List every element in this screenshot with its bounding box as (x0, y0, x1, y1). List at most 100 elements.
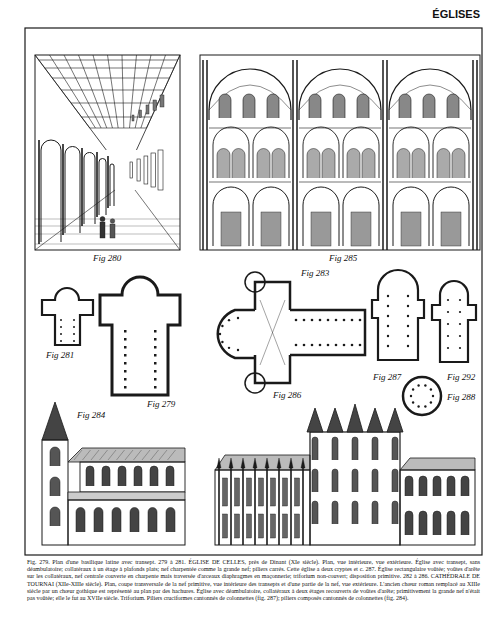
pier-dot (60, 333, 62, 335)
aisle-wall (68, 500, 185, 545)
tower-window (332, 469, 338, 492)
pier-dot (221, 341, 223, 343)
ceiling-beam (90, 128, 147, 129)
clerestory-window (267, 94, 279, 118)
tower-window (50, 507, 60, 526)
lancet-window (247, 514, 252, 538)
pier-dot (237, 317, 239, 319)
figure-label: Fig 283 (300, 268, 330, 279)
pier-dot (327, 319, 330, 322)
nave-window (419, 476, 427, 496)
aisle-window (401, 212, 421, 246)
pier-dot (311, 344, 314, 347)
aisle-window (261, 212, 281, 246)
clerestory-window (150, 466, 158, 486)
pinnacle (229, 458, 233, 468)
clerestory-window (139, 110, 142, 118)
pier-dot (387, 305, 389, 307)
pier-dot (124, 330, 127, 333)
pinnacle (277, 458, 281, 468)
aisle-window (166, 508, 175, 533)
pier-dot (447, 323, 449, 325)
plate-frame (25, 28, 482, 555)
aisle-window (447, 511, 455, 535)
pier-dot (359, 319, 362, 322)
nave-arcade-arch (84, 153, 95, 225)
gallery-arch (433, 127, 469, 178)
lancet-window (235, 478, 240, 506)
lancet-window (271, 514, 276, 538)
tower-window (372, 469, 378, 492)
pinnacle (301, 458, 305, 468)
pier (38, 140, 40, 244)
pier-dot (424, 405, 426, 407)
tower-window (312, 469, 318, 492)
gallery-subarch (362, 149, 375, 178)
tower-spire (307, 408, 323, 432)
pier-dot (124, 346, 127, 349)
pier-dot (303, 319, 306, 322)
pier-dot (351, 319, 354, 322)
lancet-window (247, 478, 252, 506)
pier-dot (430, 388, 432, 390)
ceiling-beam (71, 103, 158, 104)
pinnacle (241, 458, 245, 468)
pier-dot (343, 319, 346, 322)
lancet-window (235, 514, 240, 538)
shaft (296, 60, 298, 250)
pier-dot (154, 378, 157, 381)
nave-window (405, 476, 413, 496)
pier-dot (303, 344, 306, 347)
pier-dot (60, 319, 62, 321)
transept-apse (245, 272, 265, 292)
ground-arcade-arch (433, 187, 469, 246)
crossing-arch (209, 69, 291, 120)
roof-tile (159, 450, 167, 460)
pier-dot (327, 344, 330, 347)
pier-dot (351, 344, 354, 347)
pier-dot (295, 344, 298, 347)
gallery-subarch (257, 149, 270, 178)
figure-label: Fig 285 (328, 253, 358, 264)
roof-tile (108, 450, 116, 460)
buttress (242, 468, 244, 545)
figure-person (100, 217, 105, 222)
pier-dot (407, 295, 409, 297)
pier-dot (219, 333, 221, 335)
floor-joint (35, 244, 180, 245)
clerestory-window (153, 100, 157, 111)
tower-window (392, 501, 398, 524)
floor-joint (35, 219, 180, 220)
aisle-opening (144, 156, 148, 184)
ceiling-beam (39, 60, 178, 61)
ceiling-beam (45, 68, 174, 69)
aisle-window (461, 511, 469, 535)
lancet-window (259, 514, 264, 538)
aisle-roof (68, 492, 185, 500)
pier-dot (432, 395, 434, 397)
pier-dot (407, 305, 409, 307)
pier (96, 152, 98, 217)
cathedral-plan (255, 282, 365, 383)
roof-tile (91, 450, 99, 460)
church-plan (432, 281, 476, 362)
aisle-window (94, 508, 103, 533)
pier-dot (387, 325, 389, 327)
tower-window (372, 437, 378, 460)
pinnacle (217, 458, 221, 468)
pier-dot (124, 354, 127, 357)
transept-apse (245, 373, 265, 393)
pier-dot (154, 354, 157, 357)
pier-dot (154, 330, 157, 333)
clerestory-window (118, 466, 126, 486)
string-course (209, 182, 291, 183)
clerestory-window (219, 94, 231, 118)
buttress (278, 468, 280, 545)
shaft (202, 60, 204, 250)
interior-frame (200, 55, 480, 250)
gallery-subarch (347, 149, 360, 178)
pier-dot (335, 344, 338, 347)
pier-dot (407, 315, 409, 317)
pier-dot (295, 319, 298, 322)
nave-window (447, 476, 455, 496)
